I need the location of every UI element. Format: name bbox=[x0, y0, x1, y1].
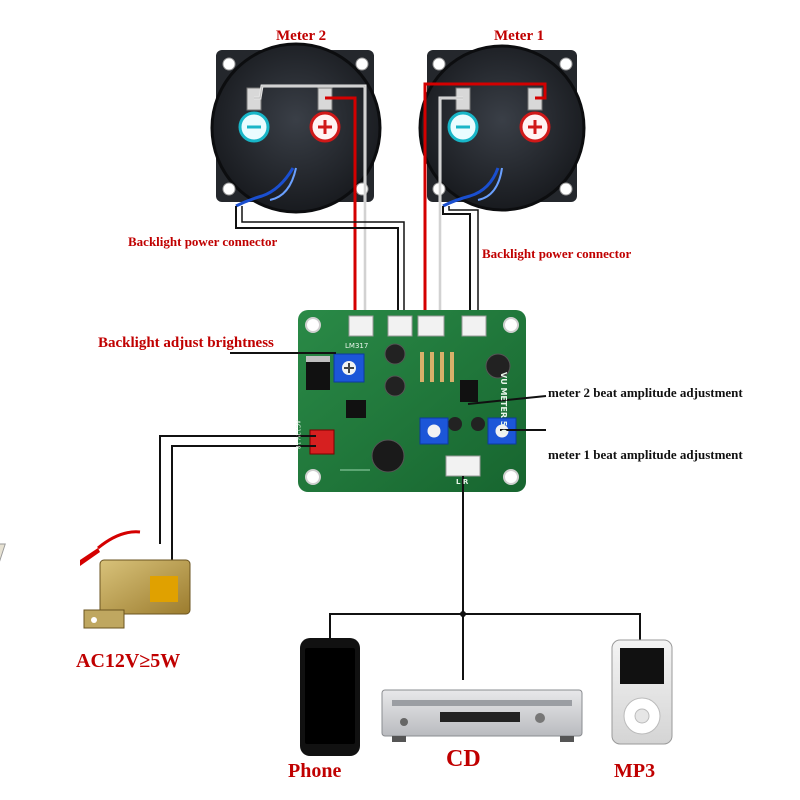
meter-wires bbox=[235, 82, 547, 318]
meter-1-adjust-label: meter 1 beat amplitude adjustment bbox=[548, 447, 743, 462]
phone-icon bbox=[300, 638, 360, 756]
mp3-label: MP3 bbox=[614, 760, 656, 782]
cd-label: CD bbox=[446, 746, 481, 772]
phone-label: Phone bbox=[288, 760, 342, 782]
meter-2-adjust-label: meter 2 beat amplitude adjustment bbox=[548, 385, 743, 400]
backlight-connector-left-label: Backlight power connector bbox=[128, 234, 278, 249]
transformer-icon bbox=[0, 530, 191, 629]
board-power-in: AC12V-18 bbox=[294, 420, 301, 450]
power-spec-label: AC12V≥5W bbox=[76, 650, 181, 672]
vu-meter-pcb bbox=[298, 310, 526, 492]
board-lm317: LM317 bbox=[345, 342, 369, 350]
board-title: VU METER 5.0 bbox=[499, 372, 508, 435]
mp3-player-icon bbox=[611, 639, 673, 745]
meter-1 bbox=[418, 44, 586, 212]
meter-1-label: Meter 1 bbox=[494, 28, 545, 44]
leader-lines bbox=[159, 352, 641, 680]
backlight-connector-right-label: Backlight power connector bbox=[482, 246, 632, 261]
cd-player-icon bbox=[381, 689, 583, 742]
board-lr: L R bbox=[456, 478, 469, 486]
backlight-adjust-label: Backlight adjust brightness bbox=[98, 335, 274, 351]
meter-2-label: Meter 2 bbox=[276, 28, 327, 44]
